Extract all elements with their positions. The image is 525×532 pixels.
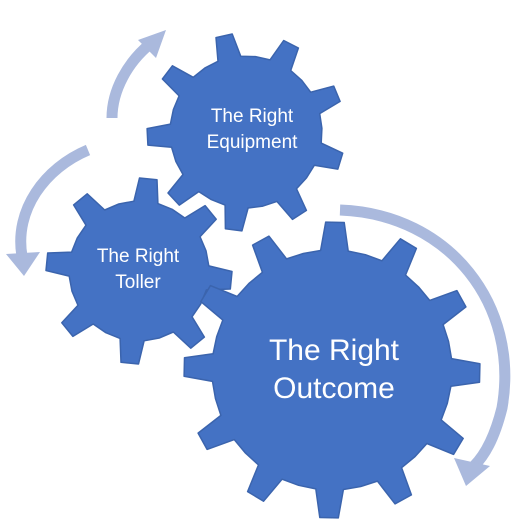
arrow-left-shaft [15, 144, 91, 257]
arrow-right-shaft [339, 204, 511, 470]
arrows-layer [6, 30, 511, 486]
arrow-left [6, 144, 91, 276]
gear-equipment-label-line-2: Equipment [207, 132, 299, 153]
arrow-left-head [6, 252, 40, 276]
gear-outcome-shape [183, 221, 481, 519]
gear-toller-shape [45, 177, 233, 365]
gear-toller-label-line-1: The Right [97, 246, 180, 267]
gear-toller-label-line-2: Toller [115, 272, 161, 293]
gear-outcome-label-line-2: Outcome [273, 372, 395, 405]
arrow-top-left [106, 30, 166, 119]
gear-outcome-label-line-1: The Right [269, 334, 400, 367]
arrow-right [339, 204, 511, 486]
arrow-right-head [454, 458, 490, 486]
arrow-top-left-shaft [106, 39, 154, 119]
gear-equipment-label-line-1: The Right [211, 106, 294, 127]
arrow-top-left-head [138, 30, 166, 58]
gear-equipment-shape [146, 33, 344, 232]
